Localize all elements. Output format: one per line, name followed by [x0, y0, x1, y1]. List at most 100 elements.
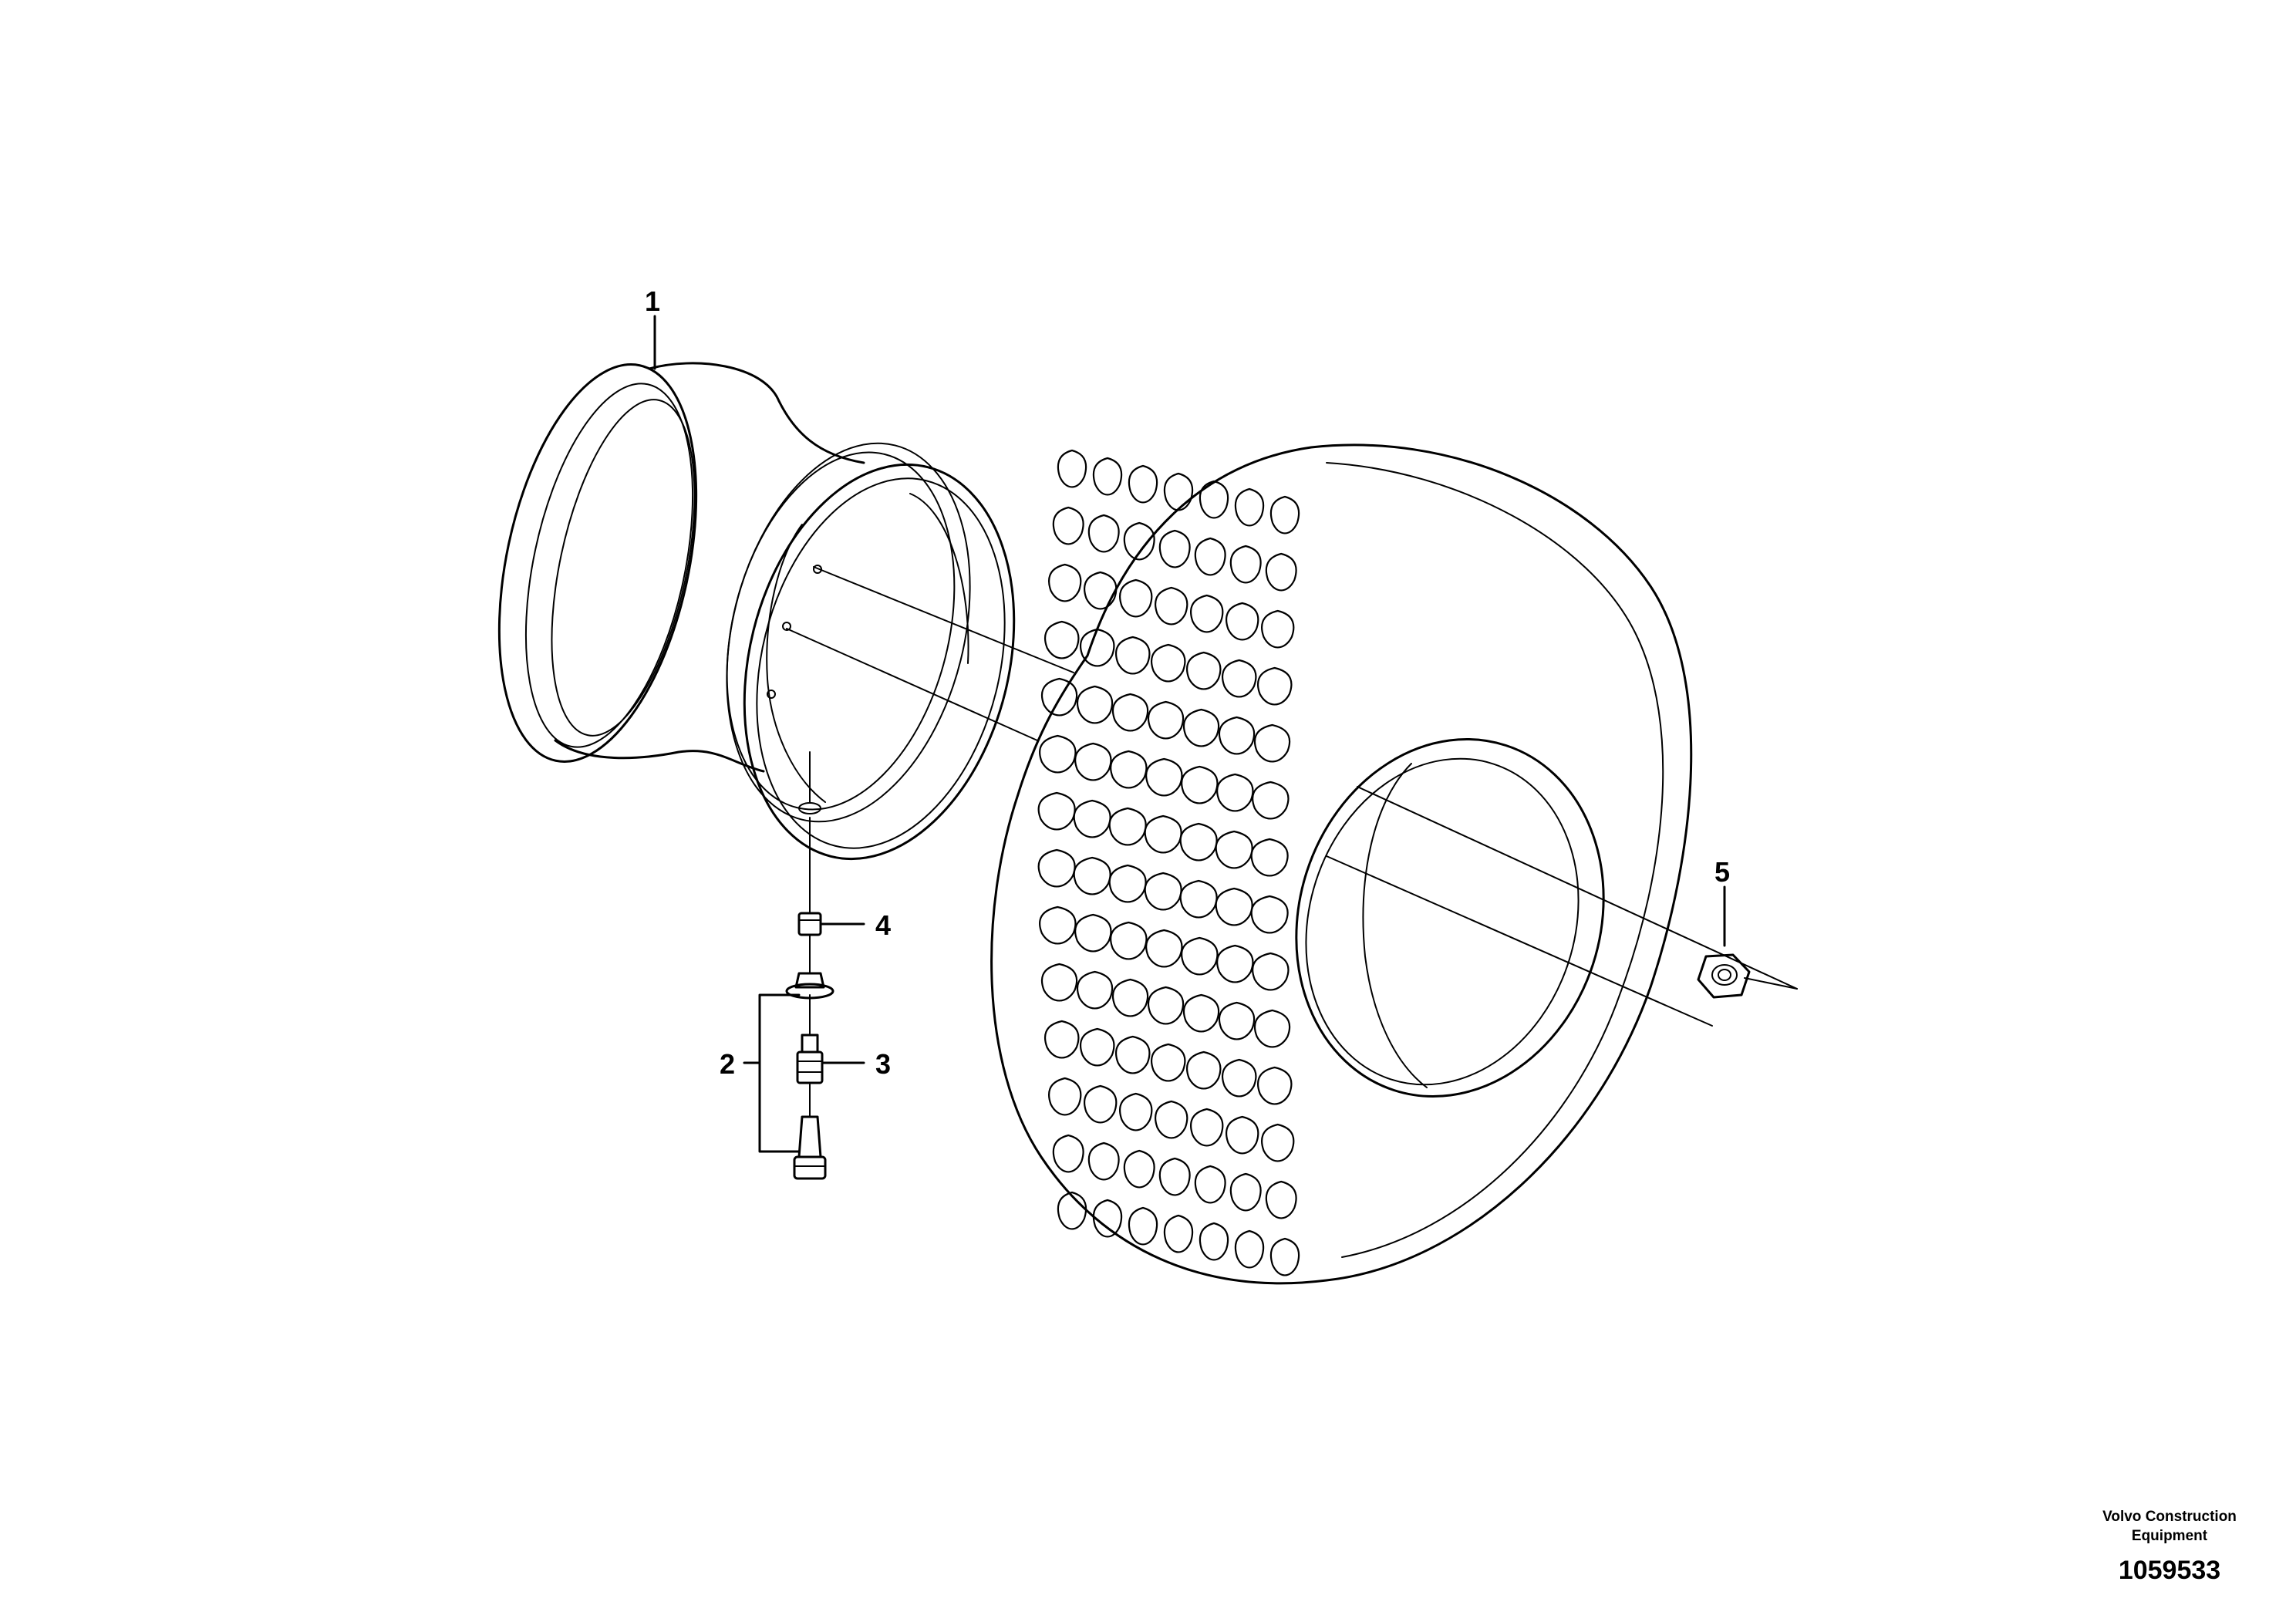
- tread-block: [1147, 986, 1185, 1025]
- tread-block: [1182, 993, 1220, 1033]
- tread-block: [1052, 506, 1084, 545]
- callout-5: 5: [1714, 856, 1730, 947]
- tread-block: [1226, 1115, 1259, 1155]
- valve-stem: [793, 1084, 827, 1180]
- tread-block: [1261, 1123, 1295, 1162]
- callout-3: 3: [821, 1048, 891, 1080]
- tread-block: [1216, 944, 1254, 983]
- tread-block: [1092, 457, 1123, 496]
- tread-block: [1108, 807, 1147, 846]
- tread-block: [1119, 578, 1153, 618]
- tread-block: [1199, 480, 1229, 519]
- callout-4: 4: [819, 909, 891, 941]
- tread-block: [1040, 677, 1078, 717]
- tread-block: [1158, 1157, 1191, 1196]
- tread-block: [1179, 822, 1218, 862]
- tread-block: [1052, 1134, 1084, 1173]
- tread-block: [1265, 1180, 1297, 1219]
- tread-block: [1115, 636, 1151, 675]
- tread-block: [1108, 864, 1147, 903]
- tread-block: [1216, 773, 1254, 812]
- tread-block: [1080, 1027, 1115, 1067]
- tread-block: [1194, 1165, 1226, 1204]
- tread-block: [1145, 757, 1183, 797]
- tread-block: [1076, 970, 1114, 1010]
- tread-block: [1155, 1100, 1188, 1139]
- tread-block: [1057, 449, 1087, 488]
- tread-block: [1186, 651, 1222, 690]
- tread-block: [1199, 1222, 1229, 1261]
- tread-block: [1144, 872, 1182, 911]
- tread-block: [1128, 1206, 1158, 1246]
- tread-block: [1253, 723, 1291, 763]
- tread-block: [1163, 472, 1194, 511]
- tread-block: [1076, 685, 1114, 724]
- tread-block: [1186, 1050, 1222, 1090]
- tread-block: [1115, 1035, 1151, 1074]
- tread-block: [1190, 594, 1224, 633]
- tread-block: [1163, 1214, 1194, 1253]
- tread-block: [1087, 1141, 1120, 1181]
- tread-block: [1155, 586, 1188, 626]
- tread-block: [1123, 1149, 1155, 1189]
- tread-block: [1257, 1066, 1293, 1105]
- tread-block: [1261, 609, 1295, 649]
- tread-block: [1181, 936, 1219, 976]
- tread-block: [1128, 464, 1158, 504]
- tire: [990, 443, 1693, 1285]
- tread-block: [1039, 905, 1077, 945]
- tread-block: [1074, 913, 1112, 953]
- callout-4-label: 4: [875, 909, 891, 941]
- tread-block: [1044, 1020, 1080, 1059]
- tread-block: [1040, 963, 1078, 1002]
- tread-block: [1222, 659, 1257, 698]
- callout-2: 2: [720, 993, 801, 1153]
- document-number: 1059533: [2119, 1556, 2220, 1585]
- tread-block: [1147, 700, 1185, 740]
- footer-brand: Volvo Construction Equipment 1059533: [2102, 1509, 2237, 1585]
- tread-block: [1181, 765, 1219, 804]
- tread-block: [1119, 1092, 1153, 1131]
- tread-block: [1257, 666, 1293, 706]
- tread-block: [1037, 791, 1076, 831]
- tread-block: [1037, 848, 1076, 888]
- tread-block: [1229, 1172, 1262, 1212]
- tread-block: [1179, 879, 1218, 919]
- tread-block: [1111, 978, 1149, 1017]
- tread-block: [1092, 1199, 1123, 1238]
- tread-block: [1144, 814, 1182, 854]
- valve-core: [796, 1034, 824, 1084]
- tread-block: [1252, 781, 1290, 820]
- tread-block: [1048, 563, 1082, 602]
- callout-3-label: 3: [875, 1048, 891, 1080]
- tread-block: [1073, 856, 1111, 895]
- brand-line-2: Equipment: [2132, 1528, 2208, 1544]
- callout-1: 1: [645, 285, 660, 370]
- tread-block: [1252, 952, 1290, 991]
- tread-block: [1048, 1077, 1082, 1116]
- tread-block: [1218, 1001, 1256, 1040]
- callout-1-label: 1: [645, 285, 660, 317]
- tread-block: [1158, 529, 1191, 568]
- tread-block: [1265, 552, 1297, 592]
- tread-block: [1226, 602, 1259, 641]
- callout-2-label: 2: [720, 1048, 735, 1080]
- tread-block: [1222, 1058, 1257, 1098]
- tread-block: [1111, 693, 1149, 732]
- tread-block: [1194, 537, 1226, 576]
- tread-block: [1084, 571, 1118, 610]
- valve-cap: [797, 912, 822, 936]
- tread-block: [1250, 895, 1289, 934]
- brand-line-1: Volvo Construction: [2102, 1509, 2237, 1525]
- tread-block: [1084, 1084, 1118, 1124]
- rim: [497, 362, 1016, 861]
- tread-block: [1253, 1009, 1291, 1048]
- tread-block: [1110, 750, 1148, 789]
- tread-block: [1234, 487, 1265, 527]
- tread-block: [1080, 628, 1115, 667]
- tread-block: [1229, 545, 1262, 584]
- tread-block: [1269, 1237, 1300, 1276]
- valve-nut: [785, 972, 834, 1000]
- tread-block: [1039, 734, 1077, 774]
